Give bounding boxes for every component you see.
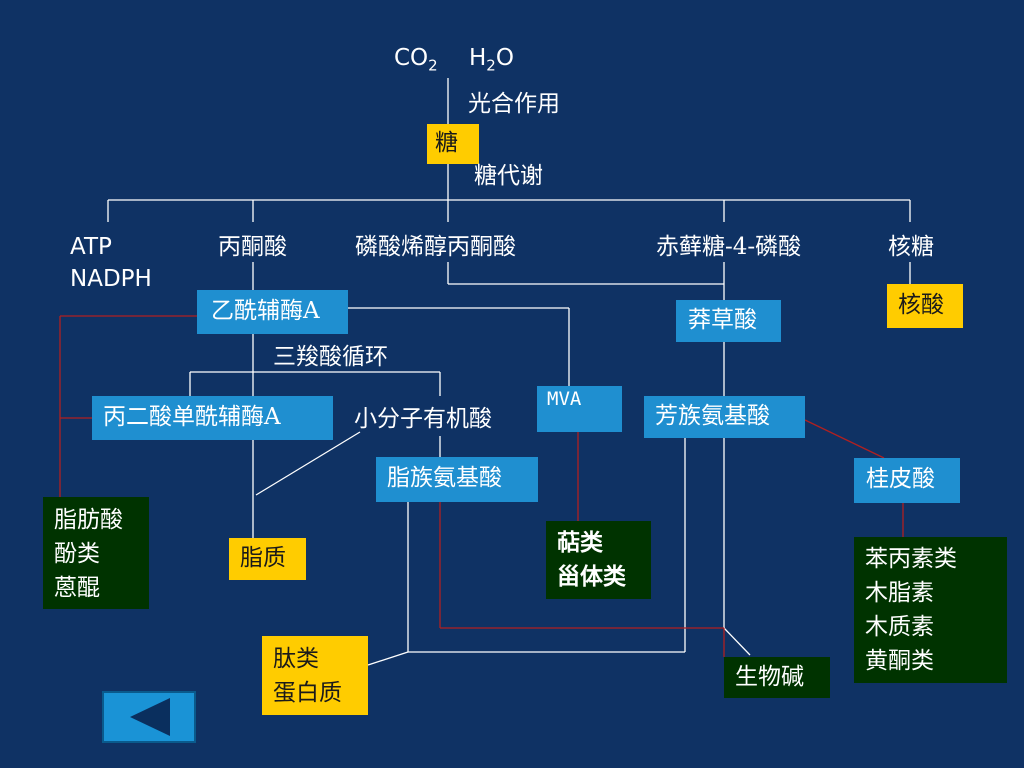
fatty-acid-text: 脂肪酸 <box>54 507 123 533</box>
triangle-left-icon <box>130 698 170 736</box>
lipid-box: 脂质 <box>229 538 306 580</box>
protein-text: 蛋白质 <box>273 680 342 706</box>
fatty-acid-phenol-anthraquinone-box: 脂肪酸 酚类 蒽醌 <box>43 497 149 609</box>
acetyl-coa-box: 乙酰辅酶A <box>197 290 348 334</box>
small-organic-acids-label: 小分子有机酸 <box>354 406 492 432</box>
erythrose-label: 赤藓糖-4-磷酸 <box>656 234 802 260</box>
h2o-label: H2O <box>469 44 514 75</box>
cinnamic-acid-box: 桂皮酸 <box>854 458 960 503</box>
flavonoid-text: 黄酮类 <box>865 648 934 674</box>
phenol-text: 酚类 <box>54 541 100 567</box>
ribose-label: 核糖 <box>888 234 934 260</box>
anthraquinone-text: 蒽醌 <box>54 575 100 601</box>
malonyl-coa-box: 丙二酸单酰辅酶A <box>92 396 333 440</box>
nucleic-acid-box: 核酸 <box>887 284 963 328</box>
terpene-steroid-box: 萜类 甾体类 <box>546 521 651 599</box>
peptide-text: 肽类 <box>273 646 319 672</box>
co2-label: CO2 <box>394 44 438 75</box>
photosynthesis-label: 光合作用 <box>468 91 560 117</box>
sugar-metabolism-label: 糖代谢 <box>474 163 543 189</box>
tca-cycle-label: 三羧酸循环 <box>273 344 388 370</box>
aliphatic-amino-acid-box: 脂族氨基酸 <box>376 457 538 502</box>
mva-box: MVA <box>537 386 622 432</box>
pep-label: 磷酸烯醇丙酮酸 <box>355 234 516 260</box>
pyruvate-label: 丙酮酸 <box>218 234 287 260</box>
aromatic-amino-acid-box: 芳族氨基酸 <box>644 396 805 438</box>
phenylpropanoid-box: 苯丙素类 木脂素 木质素 黄酮类 <box>854 537 1007 683</box>
atp-label: ATP <box>70 234 112 260</box>
alkaloid-box: 生物碱 <box>724 657 830 698</box>
lignin-text: 木质素 <box>865 614 934 640</box>
back-button[interactable] <box>102 691 196 743</box>
co2-subscript: 2 <box>428 56 438 75</box>
h2o-text-b: O <box>495 45 514 71</box>
h2o-subscript: 2 <box>486 56 496 75</box>
sugar-box: 糖 <box>427 124 479 164</box>
co2-text: CO <box>394 45 429 71</box>
h2o-text-a: H <box>469 45 487 71</box>
shikimic-acid-box: 莽草酸 <box>676 300 781 342</box>
peptide-protein-box: 肽类 蛋白质 <box>262 636 368 715</box>
phenylpropanoid-text: 苯丙素类 <box>865 546 957 572</box>
lignan-text: 木脂素 <box>865 580 934 606</box>
nadph-label: NADPH <box>70 266 152 292</box>
steroid-text: 甾体类 <box>557 563 626 590</box>
terpene-text: 萜类 <box>557 529 603 556</box>
